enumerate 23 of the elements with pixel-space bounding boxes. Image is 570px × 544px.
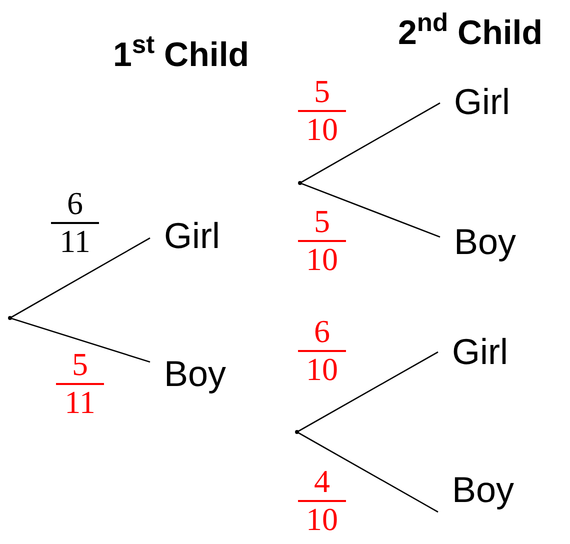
outcome-label: Girl [164,218,220,254]
branch-point [295,430,299,434]
outcome-label: Girl [452,334,508,370]
outcome-label: Boy [454,224,516,260]
column-heading: 2$^{nd}$ Child [398,8,543,54]
branch-point [8,316,12,320]
probability-fraction: 6 10 [298,312,346,388]
branch-line [296,351,438,433]
probability-fraction: 5 10 [298,202,346,278]
outcome-label: Girl [454,84,510,120]
probability-fraction: 6 11 [51,184,99,260]
branch-line [300,182,440,238]
column-heading: 1$^{st}$ Child [113,30,250,76]
probability-fraction: 5 10 [298,72,346,148]
branch-line [300,102,440,184]
outcome-label: Boy [164,356,226,392]
outcome-label: Boy [452,472,514,508]
probability-fraction: 5 11 [56,345,104,421]
branch-point [298,181,302,185]
branch-line [10,237,150,319]
probability-fraction: 4 10 [298,462,346,538]
branch-line [296,431,438,513]
branch-line [10,317,150,363]
